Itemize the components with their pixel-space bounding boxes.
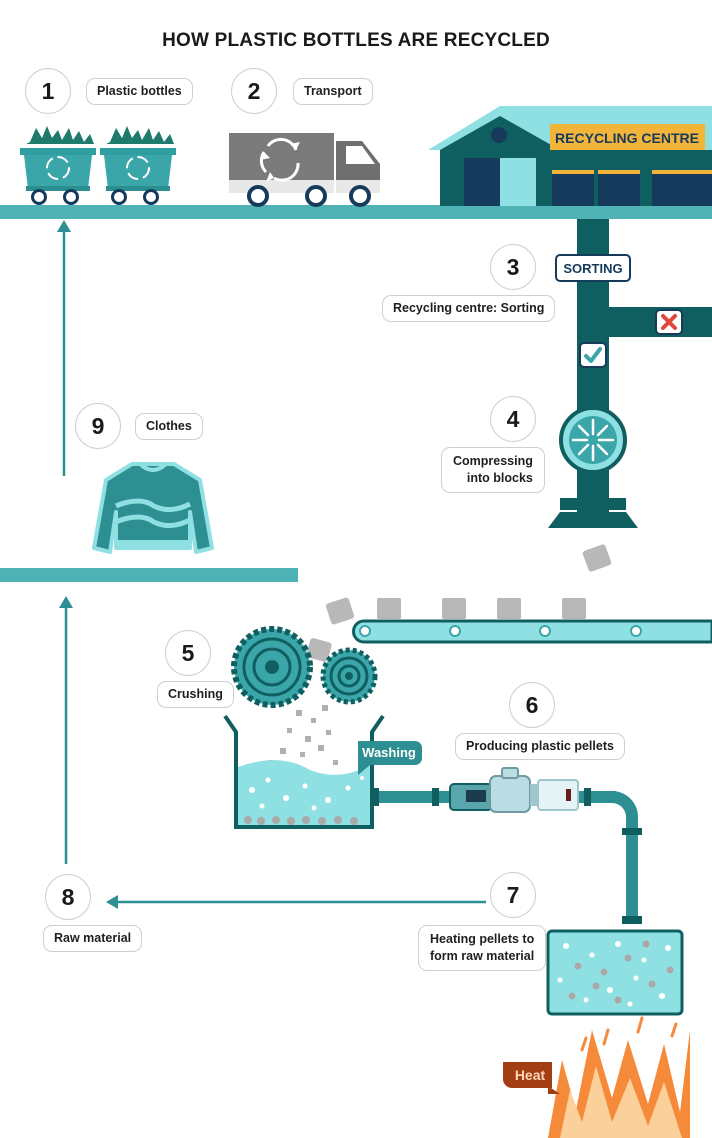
plastic-block <box>306 638 332 662</box>
step-8-number: 8 <box>45 874 91 920</box>
cross-icon <box>655 309 683 335</box>
arrow-heating-to-raw <box>106 895 486 909</box>
step-2-label: Transport <box>293 78 373 105</box>
recycling-centre-building: RECYCLING CENTRE <box>428 106 712 206</box>
step-7-label: Heating pellets to form raw material <box>418 925 547 971</box>
step-4-label: Compressing into blocks <box>441 447 545 493</box>
clothes-shelf <box>0 568 298 582</box>
step-8-label: Raw material <box>43 925 143 952</box>
transport-truck <box>229 133 380 207</box>
step-5-label: Crushing <box>157 681 234 708</box>
pellet-extruder <box>449 767 579 813</box>
arrow-clothes-to-bottles <box>57 220 71 476</box>
step-3-label: Recycling centre: Sorting <box>382 295 556 322</box>
crusher-gear-large <box>231 626 313 708</box>
step-6-number: 6 <box>509 682 555 728</box>
sorting-sign: SORTING <box>563 261 622 276</box>
top-ground-bar <box>0 205 712 219</box>
recycling-centre-sign: RECYCLING CENTRE <box>555 130 699 146</box>
check-icon <box>579 342 607 368</box>
sorting-machine: SORTING <box>548 219 712 528</box>
step-3-number: 3 <box>490 244 536 290</box>
step-2-number: 2 <box>231 68 277 114</box>
step-9-label: Clothes <box>135 413 203 440</box>
pellet-pipeline <box>372 788 642 924</box>
heat-sign: Heat <box>515 1067 546 1083</box>
bottle-cart-left <box>20 126 96 205</box>
heat-flames: Heat <box>503 1016 690 1138</box>
recycle-icon <box>259 137 300 182</box>
conveyor-belt <box>352 598 712 644</box>
washing-tank: Washing <box>223 714 422 829</box>
step-9-number: 9 <box>75 403 121 449</box>
washing-sign: Washing <box>362 745 416 760</box>
plastic-block <box>325 597 355 625</box>
step-1-label: Plastic bottles <box>86 78 193 105</box>
bottle-cart-right <box>100 126 176 205</box>
arrow-raw-to-clothes <box>59 596 73 864</box>
step-5-number: 5 <box>165 630 211 676</box>
sweater-illustration <box>92 462 214 554</box>
crusher-gear-small <box>320 647 378 705</box>
step-4-number: 4 <box>490 396 536 442</box>
diagram-title: HOW PLASTIC BOTTLES ARE RECYCLED <box>162 30 550 51</box>
step-1-number: 1 <box>25 68 71 114</box>
heating-vessel <box>546 929 684 1016</box>
step-6-label: Producing plastic pellets <box>455 733 625 760</box>
compress-icon <box>559 406 627 474</box>
plastic-block <box>582 544 612 572</box>
step-7-number: 7 <box>490 872 536 918</box>
